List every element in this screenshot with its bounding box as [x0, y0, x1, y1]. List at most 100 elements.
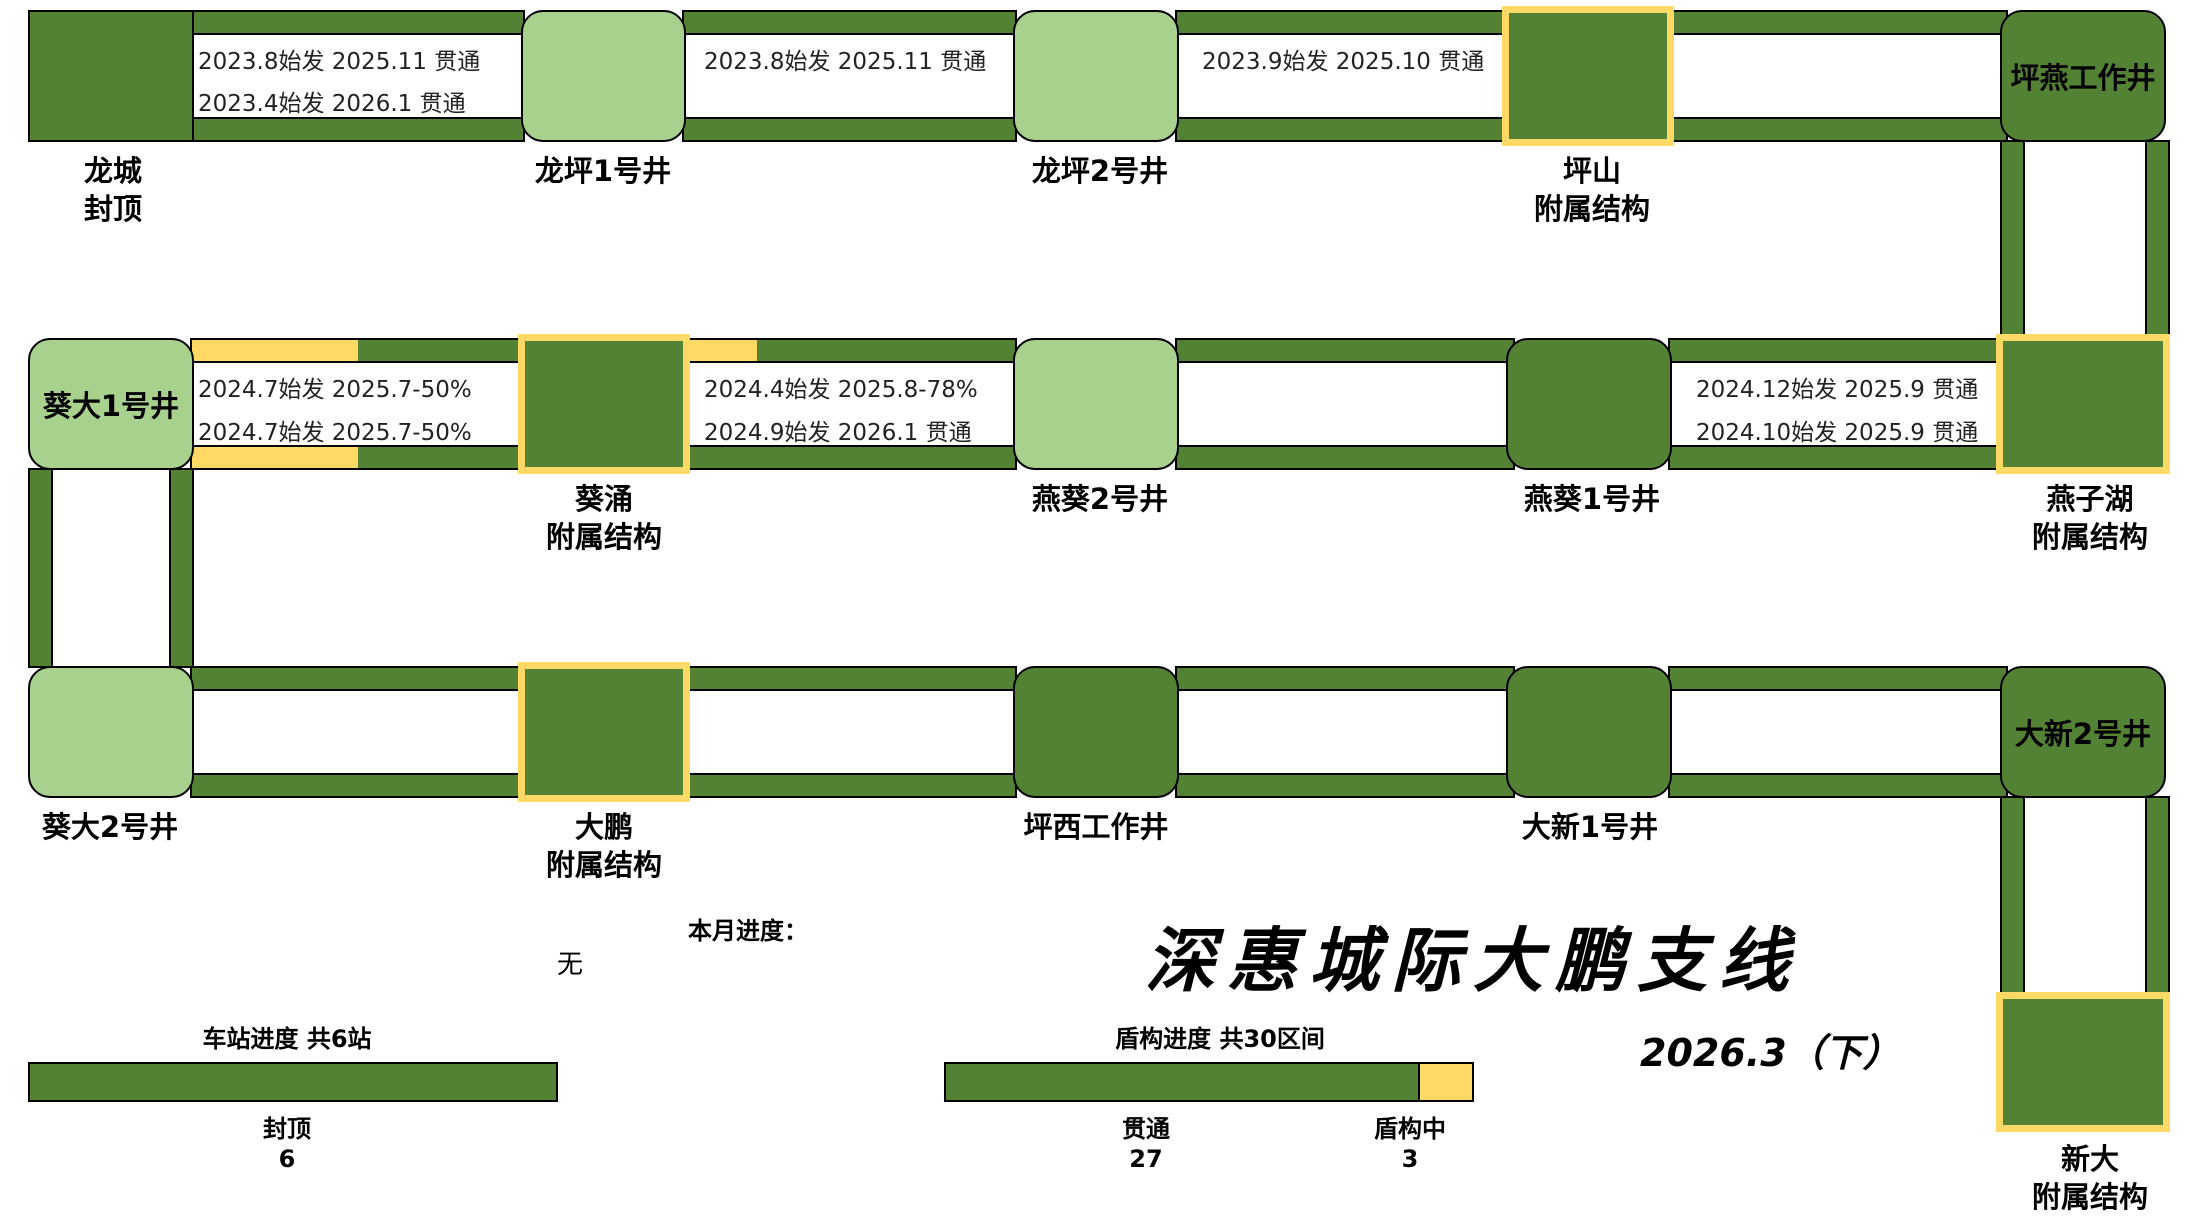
label-line: 葵大2号井	[41, 810, 179, 844]
shaft-kd2[interactable]	[28, 666, 194, 798]
tunnel-kd1-kd2	[28, 468, 194, 668]
tunnel-yk2-yk1	[1175, 338, 1515, 470]
shaft-pyg[interactable]: 坪燕工作井	[2000, 10, 2166, 142]
label-dp: 大鹏附属结构	[546, 808, 662, 884]
label-pingshan: 坪山附属结构	[1534, 152, 1650, 228]
shaft-yk2[interactable]	[1013, 338, 1179, 470]
label-dx1: 大新1号井	[1522, 808, 1658, 846]
shaft-px[interactable]	[1013, 666, 1179, 798]
label-longcheng: 龙城封顶	[84, 152, 142, 228]
shield-progress-title: 盾构进度 共30区间	[1115, 1025, 1325, 1053]
tunnel-dx1-dx2	[1668, 666, 2008, 798]
shaft-yk1[interactable]	[1506, 338, 1672, 470]
label-lp2: 龙坪2号井	[1032, 152, 1168, 190]
tunnel-rail-upper	[190, 10, 525, 35]
label-line: 燕子湖	[2046, 482, 2134, 516]
tunnel-rail-lower	[1175, 117, 1515, 142]
note-r2s1b: 2024.7始发 2025.7-50%	[198, 420, 472, 446]
station-xd[interactable]	[1996, 992, 2170, 1132]
label-yk2: 燕葵2号井	[1032, 480, 1168, 518]
shaft-dx2[interactable]: 大新2号井	[2000, 666, 2166, 798]
label-line: 附属结构	[545, 848, 663, 882]
shield-progress-wip-value: 3	[1401, 1145, 1419, 1173]
tunnel-rail-left	[2000, 796, 2025, 996]
tunnel-rail-lower	[682, 445, 1017, 470]
tunnel-rail-lower	[190, 445, 525, 470]
label-line: 坪山	[1562, 154, 1622, 188]
label-kd2: 葵大2号井	[42, 808, 178, 846]
label-line: 附属结构	[2031, 1180, 2149, 1214]
shaft-dx2-name: 大新2号井	[2014, 717, 2152, 751]
note-r2s2a: 2024.4始发 2025.8-78%	[704, 377, 978, 403]
tunnel-rail-lower	[1175, 773, 1515, 798]
tunnel-rail-lower	[1668, 117, 2008, 142]
note-s2a: 2023.8始发 2025.11 贯通	[704, 49, 987, 75]
label-kc: 葵涌附属结构	[546, 480, 662, 556]
tunnel-yk1-yzh	[1668, 338, 2008, 470]
tunnel-rail-upper	[1668, 10, 2008, 35]
station-yzh[interactable]	[1996, 334, 2170, 474]
tunnel-rail-upper	[1668, 666, 2008, 691]
shaft-dx1[interactable]	[1506, 666, 1672, 798]
shaft-kd1-name: 葵大1号井	[42, 389, 180, 423]
station-progress-fill	[30, 1064, 556, 1100]
tunnel-rail-upper	[682, 338, 1017, 363]
tunnel-rail-right	[2145, 796, 2170, 996]
tunnel-rail-lower	[1668, 445, 2008, 470]
label-line: 大新1号井	[1521, 810, 1659, 844]
progress-fill	[684, 340, 757, 361]
shield-progress-wip-label: 盾构中	[1374, 1115, 1446, 1143]
label-line: 附属结构	[1533, 192, 1651, 226]
tunnel-rail-lower	[1175, 445, 1515, 470]
note-r2s1a: 2024.7始发 2025.7-50%	[198, 377, 472, 403]
tunnel-rail-lower	[190, 773, 525, 798]
shaft-lp2[interactable]	[1013, 10, 1179, 142]
note-s3a: 2023.9始发 2025.10 贯通	[1202, 49, 1485, 75]
tunnel-px-dx1	[1175, 666, 1515, 798]
label-yzh: 燕子湖附属结构	[2032, 480, 2148, 556]
label-lp1: 龙坪1号井	[535, 152, 671, 190]
tunnel-rail-upper	[1175, 10, 1515, 35]
tunnel-rail-upper	[190, 666, 525, 691]
label-yk1: 燕葵1号井	[1524, 480, 1660, 518]
tunnel-pyg-yzh	[2000, 140, 2170, 340]
tunnel-lp2-pingshan	[1175, 10, 1515, 142]
progress-fill	[192, 340, 358, 361]
tunnel-rail-right	[169, 468, 194, 668]
monthly-progress-label: 本月进度：	[688, 917, 808, 945]
label-line: 龙城	[83, 154, 143, 188]
note-s1b: 2023.4始发 2026.1 贯通	[198, 91, 466, 117]
tunnel-rail-lower	[1668, 773, 2008, 798]
tunnel-rail-upper	[682, 10, 1017, 35]
station-pingshan[interactable]	[1502, 6, 1674, 146]
label-line: 大鹏	[574, 810, 634, 844]
station-progress-title: 车站进度 共6站	[202, 1025, 372, 1053]
shield-progress-done-value: 27	[1129, 1145, 1163, 1173]
tunnel-rail-upper	[1175, 666, 1515, 691]
tunnel-rail-right	[2145, 140, 2170, 340]
tunnel-rail-upper	[1175, 338, 1515, 363]
station-progress-done-value: 6	[278, 1145, 296, 1173]
label-line: 葵涌	[574, 482, 634, 516]
station-longcheng[interactable]	[28, 10, 194, 142]
shield-progress-done-label: 贯通	[1122, 1115, 1170, 1143]
tunnel-rail-upper	[190, 338, 525, 363]
shield-progress-bar	[944, 1062, 1474, 1102]
label-line: 封顶	[83, 192, 143, 226]
station-kc[interactable]	[518, 334, 690, 474]
tunnel-kd2-dp	[190, 666, 525, 798]
shaft-kd1[interactable]: 葵大1号井	[28, 338, 194, 470]
tunnel-kd1-kc	[190, 338, 525, 470]
shaft-lp1[interactable]	[521, 10, 686, 142]
tunnel-longcheng-lp1	[190, 10, 525, 142]
tunnel-rail-upper	[1668, 338, 2008, 363]
note-r2s2b: 2024.9始发 2026.1 贯通	[704, 420, 972, 446]
label-line: 坪西工作井	[1023, 810, 1169, 844]
tunnel-rail-left	[2000, 140, 2025, 340]
label-line: 附属结构	[545, 520, 663, 554]
progress-fill	[192, 447, 358, 468]
label-px: 坪西工作井	[1023, 808, 1168, 846]
station-dp[interactable]	[518, 662, 690, 802]
shield-progress-done-fill	[946, 1064, 1420, 1100]
tunnel-rail-lower	[682, 773, 1017, 798]
